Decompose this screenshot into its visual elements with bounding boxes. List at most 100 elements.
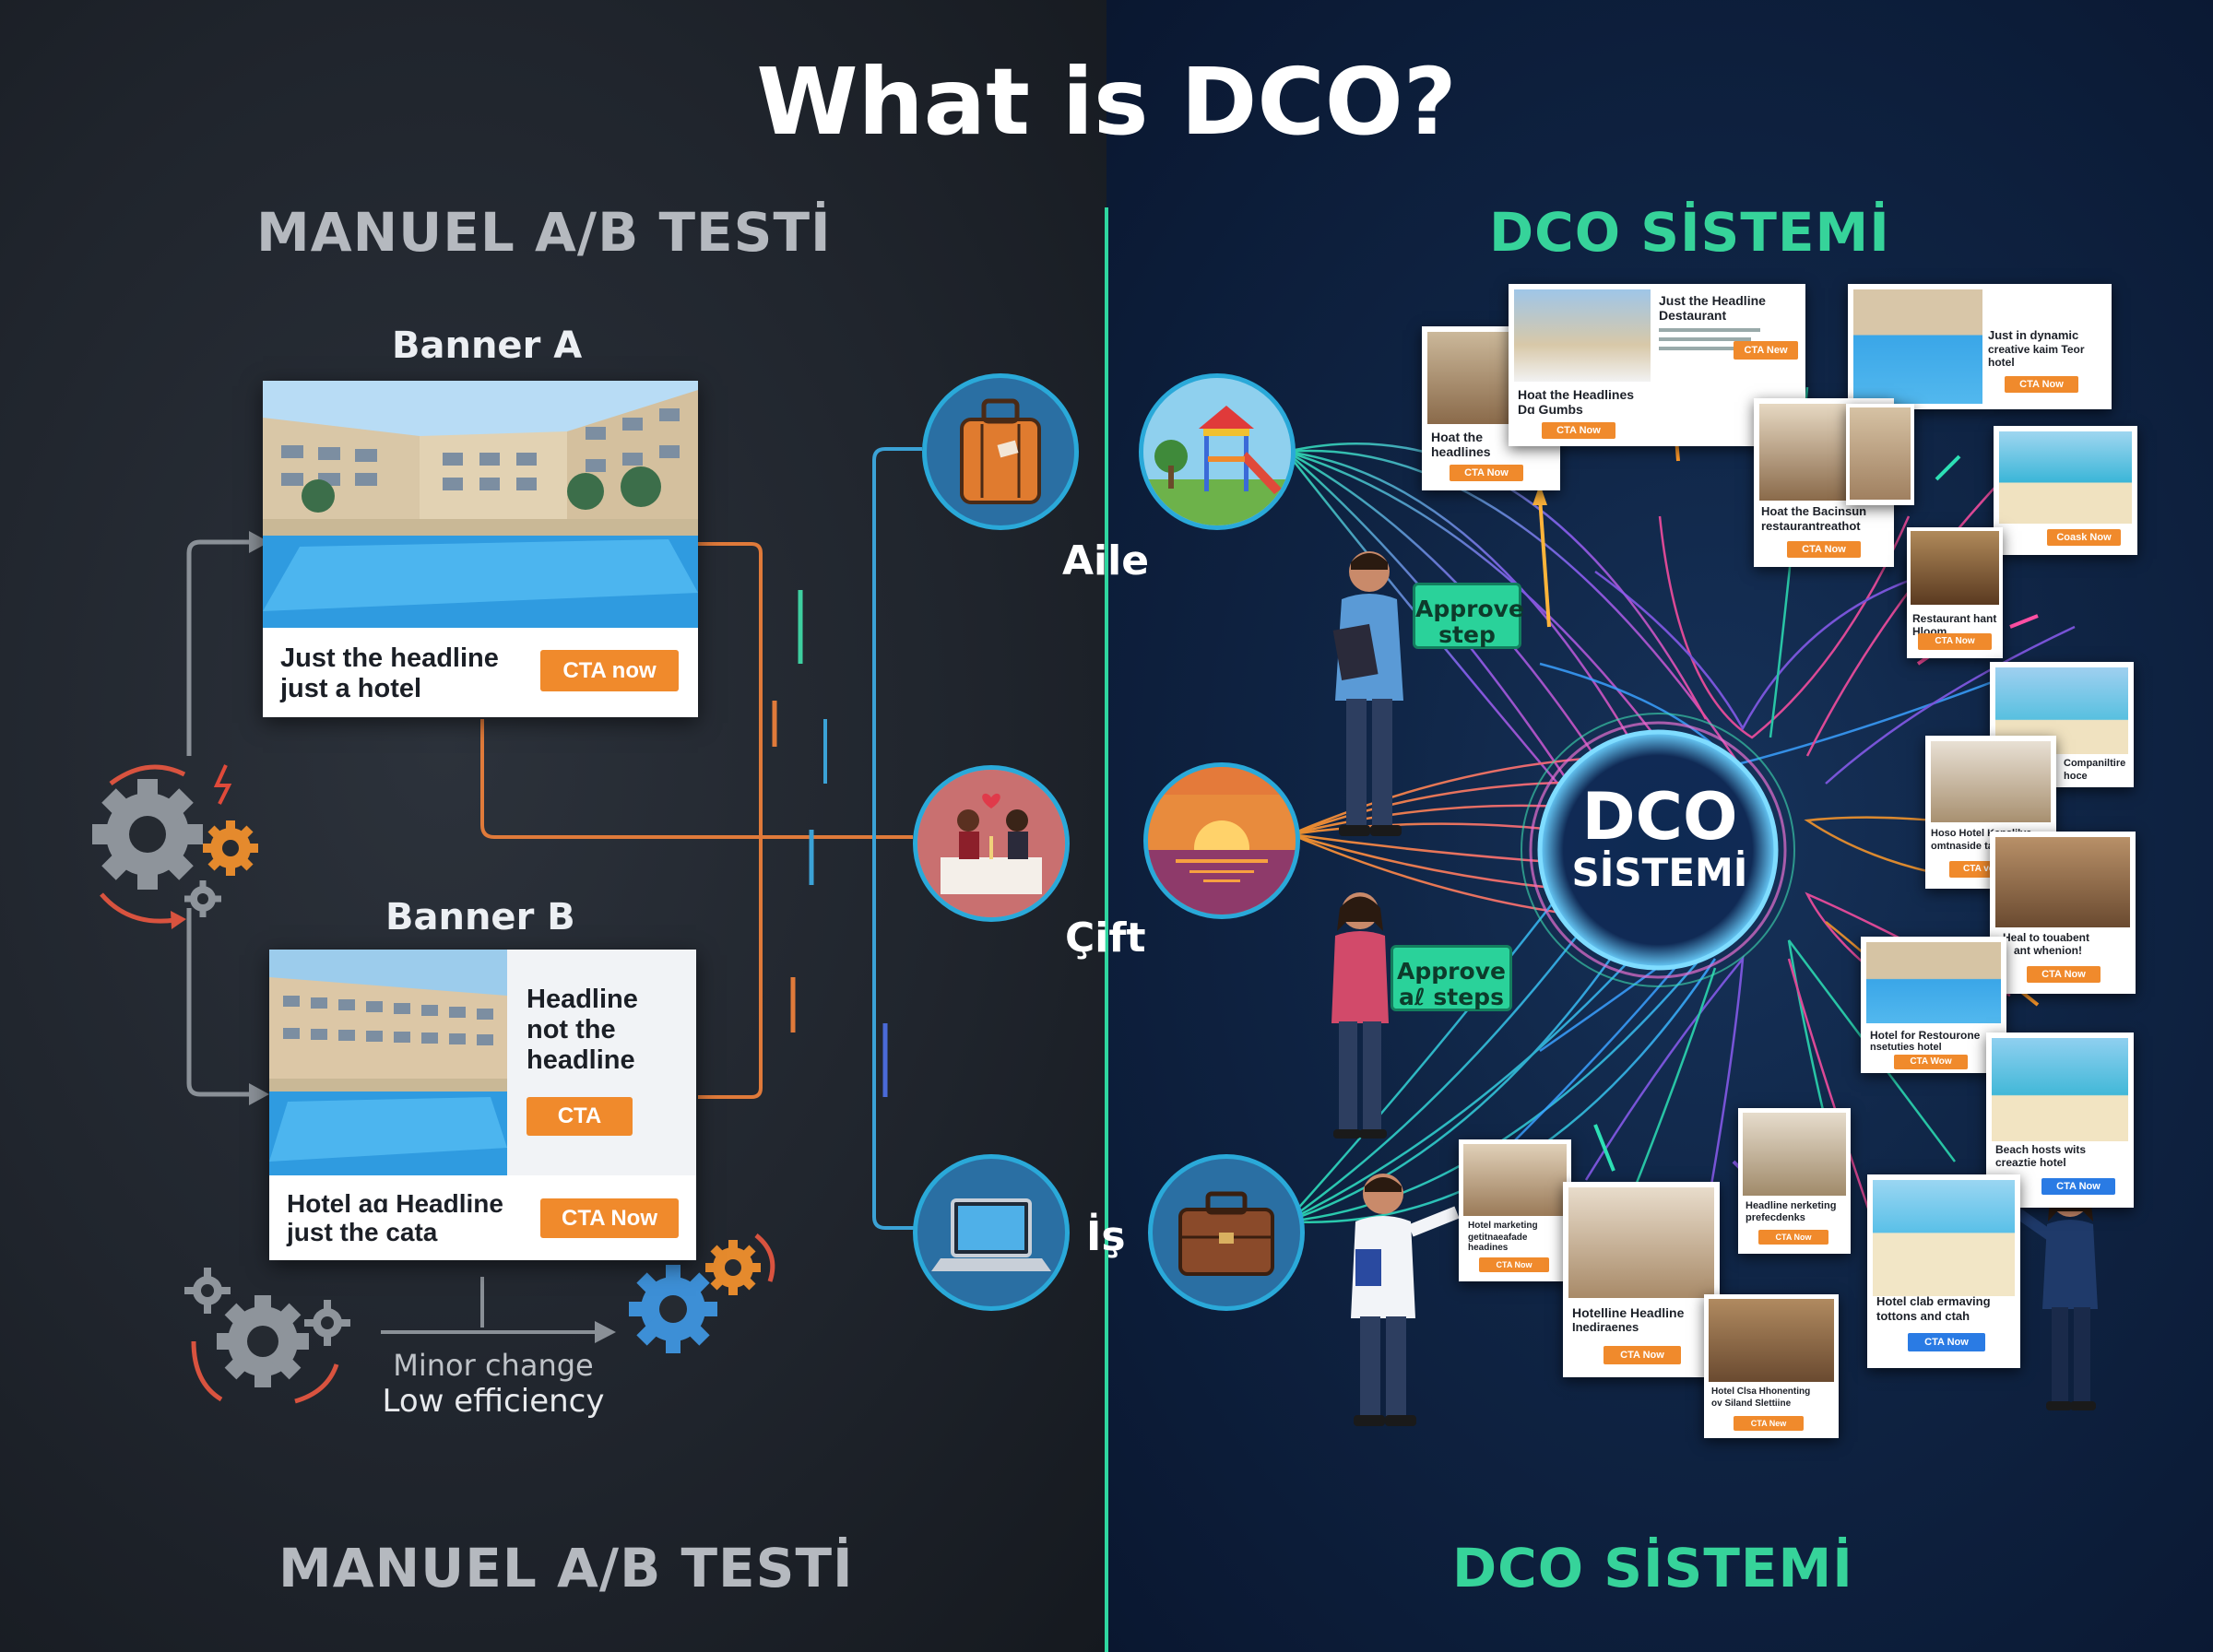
page-title: What is DCO? <box>756 48 1457 156</box>
creative-text: Hoat the Bacinsun <box>1761 504 1867 518</box>
left-heading: MANUEL A/B TESTİ <box>256 201 832 264</box>
creative-text: nsetuties hotel <box>1870 1042 1942 1053</box>
creative-text: Heal to touabent <box>2003 931 2090 944</box>
creative-cta-button[interactable]: CTA Now <box>1604 1346 1681 1364</box>
creative-text: Companiltire <box>2064 758 2126 769</box>
creative-text: Hotel clab ermaving <box>1876 1294 1991 1308</box>
creative-text: Beach hosts wits <box>1995 1143 2087 1156</box>
dco-hub-title: DCO <box>1581 779 1738 855</box>
creative-cta-button[interactable]: CTA Now <box>1908 1333 1985 1351</box>
creative-card: Restaurant hant Hloom CTA Now <box>1907 527 2003 658</box>
creative-card: Hotel Clsa Hhonenting ov Siland Slettiin… <box>1704 1294 1839 1438</box>
caption-low-efficiency: Low efficiency <box>382 1383 605 1420</box>
creative-text: Destaurant <box>1659 308 1727 323</box>
banner-b-side-panel <box>507 950 696 1175</box>
creative-cta-button[interactable]: Coask Now <box>2047 529 2121 546</box>
briefcase-icon <box>1148 1154 1305 1311</box>
creative-card <box>1846 404 1914 505</box>
creative-text: tottons and ctah <box>1876 1309 1970 1323</box>
right-footer-heading: DCO SİSTEMİ <box>1452 1537 1853 1599</box>
banner-b-side-cta-button[interactable]: CTA <box>527 1097 633 1136</box>
gear-cluster-icon-2 <box>184 1268 350 1404</box>
creative-card: Heal to touabent ant whenion! CTA Now <box>1990 832 2136 994</box>
creative-cta-button[interactable]: CTA Wow <box>1894 1055 1968 1069</box>
left-flow-lines <box>186 447 922 1343</box>
banner-b-label: Banner B <box>385 896 575 938</box>
approve-step-badge: Approve step <box>1413 583 1524 649</box>
creative-text: Inediraenes <box>1572 1320 1639 1334</box>
approve-2-line1: Approve <box>1397 958 1506 985</box>
banner-b-bottom-line1: Hotel aɑ Headline <box>287 1189 503 1218</box>
creative-text: headlines <box>1431 444 1491 459</box>
creative-card: Just in dynamic creative kaim Teor hotel… <box>1848 284 2112 409</box>
creative-text: getitnaeafade headines <box>1468 1233 1528 1253</box>
creative-text: Hotel marketing <box>1468 1221 1538 1231</box>
sunset-icon <box>1143 762 1300 919</box>
banner-a-cta-button[interactable]: CTA now <box>540 650 679 691</box>
person-man-tablet-icon <box>1332 551 1403 836</box>
creative-cta-button[interactable]: CTA New <box>1734 341 1798 360</box>
creative-cta-button[interactable]: CTA Now <box>1542 422 1615 439</box>
creative-text: Hoat the <box>1431 430 1483 444</box>
right-heading: DCO SİSTEMİ <box>1489 201 1890 264</box>
playground-icon <box>1139 373 1296 530</box>
creative-text: ov Siland Slettiine <box>1711 1398 1792 1409</box>
person-man-presenter-icon <box>1351 1174 1460 1426</box>
banner-b-side-line3: headline <box>527 1045 635 1075</box>
hotel-pool-image <box>263 381 698 628</box>
banner-b-bottom-cta-button[interactable]: CTA Now <box>540 1198 679 1238</box>
creative-cta-button[interactable]: CTA Now <box>1450 465 1523 481</box>
creative-card: Hotel marketing getitnaeafade headines C… <box>1459 1139 1571 1281</box>
banner-b-card: Headline not the headline CTA Hotel aɑ H… <box>269 950 696 1260</box>
creative-text: ant whenion! <box>2014 944 2082 957</box>
laptop-icon <box>913 1154 1070 1311</box>
creative-cta-button[interactable]: CTA New <box>1734 1416 1804 1431</box>
gear-cluster-icon <box>92 764 258 929</box>
creative-cta-button[interactable]: CTA Now <box>1787 541 1861 558</box>
banner-b-side-line2: not the <box>527 1015 616 1044</box>
banner-b-side-line1: Headline <box>527 985 638 1014</box>
creative-card: Beach hosts wits creaztie hotel CTA Now <box>1986 1032 2134 1208</box>
creative-text: restaurantreathot <box>1761 519 1861 533</box>
creative-text: Hotel Clsa Hhonenting <box>1711 1386 1811 1397</box>
creative-text: Dɑ Gumbs <box>1518 402 1583 417</box>
category-label-is: İş <box>1086 1213 1126 1260</box>
creative-cta-button[interactable]: CTA Now <box>1918 633 1992 650</box>
banner-a-headline-2: just a hotel <box>280 674 422 703</box>
creative-card: Headline nerketing prefecdenks CTA Now <box>1738 1108 1851 1254</box>
couple-dinner-icon <box>913 765 1070 922</box>
banner-a-headline-1: Just the headline <box>280 643 499 673</box>
person-woman-presenter-icon <box>2006 1180 2098 1410</box>
person-woman-icon <box>1331 892 1389 1139</box>
creative-card: Hotel for Restourone nsetuties hotel CTA… <box>1861 937 2006 1073</box>
creative-card: Hotelline Headline Inediraenes CTA Now <box>1563 1182 1720 1377</box>
gear-cluster-icon-3 <box>629 1233 775 1353</box>
creative-cta-button[interactable]: CTA Now <box>2027 966 2101 983</box>
hotel-pool-image-b <box>269 950 507 1175</box>
creative-cta-button[interactable]: CTA Now <box>1758 1230 1828 1245</box>
creative-card: Coask Now <box>1994 426 2137 555</box>
creative-text: Just in dynamic <box>1988 328 2079 342</box>
creative-text: Headline nerketing <box>1746 1200 1837 1211</box>
dco-hub-subtitle: SİSTEMİ <box>1571 850 1748 895</box>
creative-text: creative kaim Teor hotel <box>1988 343 2085 369</box>
creative-text: Hoat the Headlines <box>1518 387 1635 402</box>
approve-1-line1: Approve <box>1415 596 1524 622</box>
approve-1-line2: step <box>1438 620 1496 648</box>
approve-all-steps-badge: Approve aℓ steps <box>1391 945 1512 1011</box>
creative-card: Hotel clab ermaving tottons and ctah CTA… <box>1867 1174 2020 1368</box>
luggage-icon <box>922 373 1079 530</box>
center-divider <box>1105 207 1108 1652</box>
creative-text: creaztie hotel <box>1995 1156 2066 1169</box>
creative-text: Hotelline Headline <box>1572 1305 1685 1320</box>
creative-text: hoce <box>2064 771 2088 782</box>
creative-cta-button[interactable]: CTA Now <box>1479 1257 1549 1272</box>
creative-text: Just the Headline <box>1659 293 1766 308</box>
creative-cta-button[interactable]: CTA Now <box>2041 1178 2115 1195</box>
creative-card: Companiltire hoce <box>1990 662 2134 787</box>
banner-a-label: Banner A <box>392 324 583 367</box>
left-footer-heading: MANUEL A/B TESTİ <box>278 1537 854 1599</box>
approve-2-line2: aℓ steps <box>1399 983 1504 1010</box>
creative-cta-button[interactable]: CTA Now <box>2005 376 2078 393</box>
creative-text: prefecdenks <box>1746 1212 1805 1223</box>
